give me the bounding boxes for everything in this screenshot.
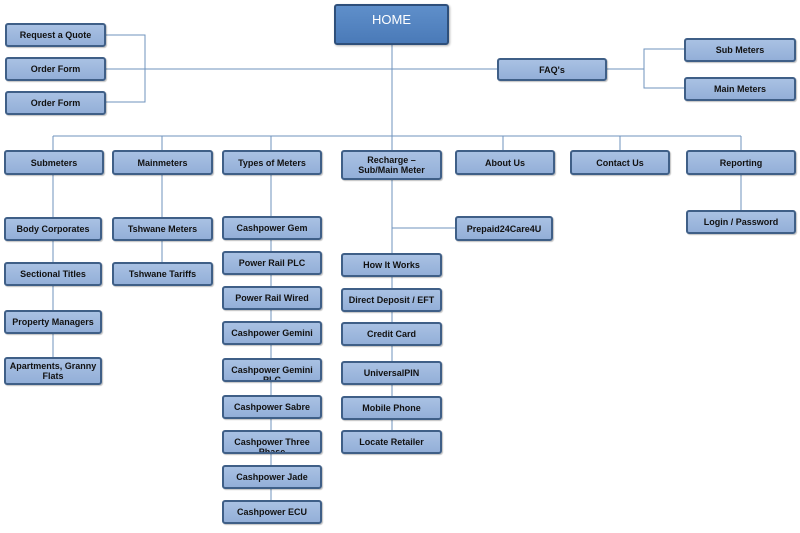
sub-meters-node[interactable]: Sub Meters xyxy=(684,38,796,62)
category-contact-us[interactable]: Contact Us xyxy=(570,150,670,175)
node-cashpower-three-phase[interactable]: Cashpower Three Phase xyxy=(222,430,322,454)
category-mainmeters[interactable]: Mainmeters xyxy=(112,150,213,175)
node-cashpower-sabre[interactable]: Cashpower Sabre xyxy=(222,395,322,419)
category-recharge[interactable]: Recharge – Sub/Main Meter xyxy=(341,150,442,180)
node-direct-deposit-eft[interactable]: Direct Deposit / EFT xyxy=(341,288,442,312)
order-form-node-2[interactable]: Order Form xyxy=(5,91,106,115)
node-credit-card[interactable]: Credit Card xyxy=(341,322,442,346)
request-quote-node[interactable]: Request a Quote xyxy=(5,23,106,47)
main-meters-node[interactable]: Main Meters xyxy=(684,77,796,101)
node-cashpower-gemini[interactable]: Cashpower Gemini xyxy=(222,321,322,345)
category-reporting[interactable]: Reporting xyxy=(686,150,796,175)
node-cashpower-gemini-plc[interactable]: Cashpower Gemini PLC xyxy=(222,358,322,382)
category-types-of-meters[interactable]: Types of Meters xyxy=(222,150,322,175)
node-power-rail-wired[interactable]: Power Rail Wired xyxy=(222,286,322,310)
node-tshwane-tariffs[interactable]: Tshwane Tariffs xyxy=(112,262,213,286)
order-form-node-1[interactable]: Order Form xyxy=(5,57,106,81)
node-body-corporates[interactable]: Body Corporates xyxy=(4,217,102,241)
node-universalpin[interactable]: UniversalPIN xyxy=(341,361,442,385)
node-locate-retailer[interactable]: Locate Retailer xyxy=(341,430,442,454)
node-tshwane-meters[interactable]: Tshwane Meters xyxy=(112,217,213,241)
node-power-rail-plc[interactable]: Power Rail PLC xyxy=(222,251,322,275)
category-submeters[interactable]: Submeters xyxy=(4,150,104,175)
node-prepaid24care4u[interactable]: Prepaid24Care4U xyxy=(455,216,553,241)
node-mobile-phone[interactable]: Mobile Phone xyxy=(341,396,442,420)
node-how-it-works[interactable]: How It Works xyxy=(341,253,442,277)
node-sectional-titles[interactable]: Sectional Titles xyxy=(4,262,102,286)
node-apartments-granny-flats[interactable]: Apartments, Granny Flats xyxy=(4,357,102,385)
category-about-us[interactable]: About Us xyxy=(455,150,555,175)
faqs-node[interactable]: FAQ's xyxy=(497,58,607,81)
node-cashpower-jade[interactable]: Cashpower Jade xyxy=(222,465,322,489)
node-property-managers[interactable]: Property Managers xyxy=(4,310,102,334)
home-node[interactable]: HOME xyxy=(334,4,449,45)
node-cashpower-ecu[interactable]: Cashpower ECU xyxy=(222,500,322,524)
node-login-password[interactable]: Login / Password xyxy=(686,210,796,234)
node-cashpower-gem[interactable]: Cashpower Gem xyxy=(222,216,322,240)
